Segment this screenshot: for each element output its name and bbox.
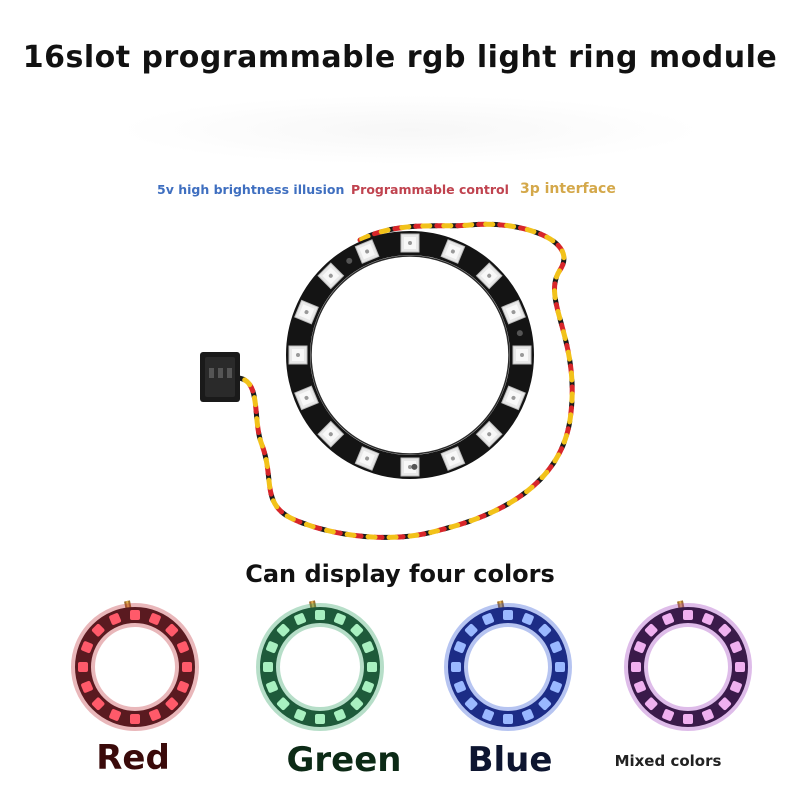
led-light	[333, 709, 346, 721]
led-light	[631, 662, 641, 672]
color-variants	[71, 600, 752, 731]
led-light	[276, 697, 290, 711]
feature-programmable: Programmable control	[351, 182, 509, 197]
led-light	[701, 709, 714, 721]
led-light	[362, 680, 374, 693]
led-light	[165, 623, 179, 637]
led-light	[177, 680, 189, 693]
led-chip	[400, 233, 420, 253]
feature-interface: 3p interface	[520, 181, 616, 197]
led-light	[182, 662, 192, 672]
main-ring-photo	[200, 221, 575, 540]
ring-green	[256, 600, 384, 731]
led-light	[683, 610, 693, 620]
led-light	[503, 714, 513, 724]
background-haze	[115, 95, 705, 165]
colors-subtitle: Can display four colors	[245, 560, 555, 588]
led-chip	[317, 262, 345, 290]
led-light	[482, 709, 495, 721]
led-light	[503, 610, 513, 620]
led-light	[538, 697, 552, 711]
led-light	[78, 662, 88, 672]
led-light	[315, 714, 325, 724]
led-light	[350, 697, 364, 711]
led-light	[350, 623, 364, 637]
led-light	[662, 709, 675, 721]
led-light	[454, 641, 466, 654]
led-light	[464, 697, 478, 711]
led-light	[683, 714, 693, 724]
led-light	[730, 641, 742, 654]
label-red: Red	[96, 738, 170, 778]
led-light	[701, 613, 714, 625]
led-chip	[512, 345, 532, 365]
label-blue: Blue	[467, 740, 553, 780]
led-chip	[440, 446, 466, 471]
led-light	[550, 680, 562, 693]
led-light	[177, 641, 189, 654]
led-light	[662, 613, 675, 625]
led-light	[730, 680, 742, 693]
led-chip	[294, 385, 319, 411]
led-chip	[501, 385, 526, 411]
ring-blue	[444, 600, 572, 731]
led-light	[451, 662, 461, 672]
dupont-connector	[200, 352, 240, 402]
led-chip	[440, 239, 466, 264]
led-light	[148, 613, 161, 625]
led-light	[148, 709, 161, 721]
led-light	[521, 709, 534, 721]
led-chip	[288, 345, 308, 365]
ring-mixed	[624, 600, 752, 731]
led-light	[266, 641, 278, 654]
led-chip	[354, 446, 380, 471]
led-light	[165, 697, 179, 711]
led-ring-module	[286, 231, 534, 479]
ring-red	[71, 600, 199, 731]
led-light	[315, 610, 325, 620]
led-light	[263, 662, 273, 672]
led-light	[81, 680, 93, 693]
led-light	[109, 613, 122, 625]
led-light	[634, 680, 646, 693]
led-light	[634, 641, 646, 654]
led-light	[294, 709, 307, 721]
led-light	[538, 623, 552, 637]
led-light	[109, 709, 122, 721]
led-chip	[475, 420, 503, 448]
led-light	[482, 613, 495, 625]
led-chip	[475, 262, 503, 290]
led-light	[555, 662, 565, 672]
led-light	[81, 641, 93, 654]
led-light	[362, 641, 374, 654]
led-chip	[294, 299, 319, 325]
led-light	[333, 613, 346, 625]
led-light	[367, 662, 377, 672]
led-light	[644, 623, 658, 637]
feature-brightness: 5v high brightness illusion	[157, 182, 345, 197]
led-light	[718, 697, 732, 711]
led-light	[294, 613, 307, 625]
led-light	[91, 623, 105, 637]
led-light	[276, 623, 290, 637]
led-light	[718, 623, 732, 637]
led-light	[550, 641, 562, 654]
led-light	[521, 613, 534, 625]
label-mixed: Mixed colors	[614, 752, 722, 770]
led-chip	[354, 239, 380, 264]
led-light	[130, 610, 140, 620]
led-light	[91, 697, 105, 711]
led-light	[644, 697, 658, 711]
page-title: 16slot programmable rgb light ring modul…	[22, 40, 778, 75]
led-light	[130, 714, 140, 724]
led-chip	[317, 420, 345, 448]
label-green: Green	[286, 740, 402, 780]
led-chip	[501, 299, 526, 325]
led-chip	[400, 457, 420, 477]
led-light	[454, 680, 466, 693]
led-light	[266, 680, 278, 693]
led-light	[464, 623, 478, 637]
led-light	[735, 662, 745, 672]
twisted-cable	[235, 221, 575, 540]
